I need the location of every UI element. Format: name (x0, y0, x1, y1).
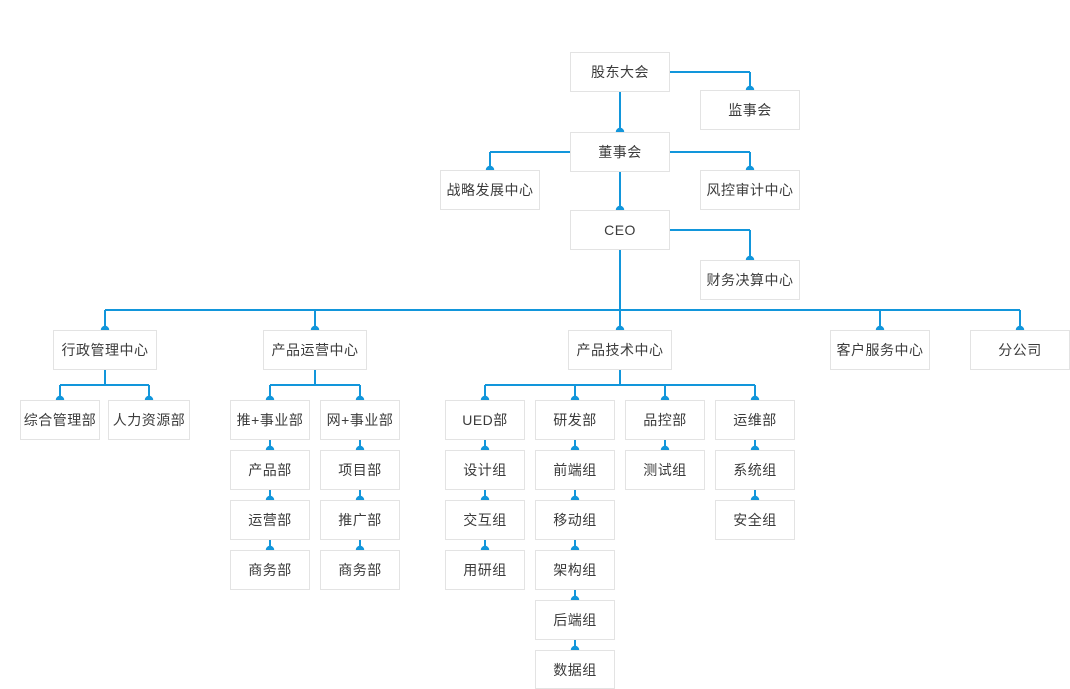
org-node-n12[interactable]: 分公司 (970, 330, 1070, 370)
org-node-label: 监事会 (728, 102, 772, 118)
org-node-n3[interactable]: 董事会 (570, 132, 670, 172)
org-node-n19[interactable]: 网+事业部 (320, 400, 400, 440)
org-node-label: 分公司 (998, 342, 1042, 358)
org-node-n32[interactable]: 数据组 (535, 650, 615, 689)
org-node-label: 安全组 (733, 512, 777, 528)
org-node-label: 董事会 (598, 144, 642, 160)
org-node-label: 推+事业部 (236, 412, 304, 428)
org-node-label: 交互组 (463, 512, 507, 528)
org-node-label: 用研组 (463, 562, 507, 578)
org-node-label: 推广部 (338, 512, 382, 528)
org-node-n20[interactable]: 项目部 (320, 450, 400, 490)
org-node-n26[interactable]: 用研组 (445, 550, 525, 590)
org-node-n29[interactable]: 移动组 (535, 500, 615, 540)
org-node-label: 品控部 (643, 412, 687, 428)
org-node-n21[interactable]: 推广部 (320, 500, 400, 540)
org-node-label: 行政管理中心 (61, 342, 149, 358)
org-node-label: 产品技术中心 (576, 342, 664, 358)
org-node-label: 产品部 (248, 462, 292, 478)
org-node-label: 股东大会 (591, 64, 649, 80)
org-node-label: 财务决算中心 (706, 272, 794, 288)
org-node-n35[interactable]: 运维部 (715, 400, 795, 440)
org-node-label: 移动组 (553, 512, 597, 528)
org-node-n25[interactable]: 交互组 (445, 500, 525, 540)
org-node-n6[interactable]: CEO (570, 210, 670, 250)
org-node-label: 客户服务中心 (836, 342, 924, 358)
org-node-label: 测试组 (643, 462, 687, 478)
org-node-n28[interactable]: 前端组 (535, 450, 615, 490)
org-node-n5[interactable]: 风控审计中心 (700, 170, 800, 210)
org-node-label: 商务部 (248, 562, 292, 578)
org-node-label: 系统组 (733, 462, 777, 478)
org-node-n23[interactable]: UED部 (445, 400, 525, 440)
org-node-n34[interactable]: 测试组 (625, 450, 705, 490)
org-node-n27[interactable]: 研发部 (535, 400, 615, 440)
org-node-label: 商务部 (338, 562, 382, 578)
org-node-label: 运营部 (248, 512, 292, 528)
org-node-label: 运维部 (733, 412, 777, 428)
org-node-n16[interactable]: 产品部 (230, 450, 310, 490)
org-node-n10[interactable]: 产品技术中心 (568, 330, 672, 370)
org-node-label: 设计组 (463, 462, 507, 478)
org-node-n33[interactable]: 品控部 (625, 400, 705, 440)
org-node-n9[interactable]: 产品运营中心 (263, 330, 367, 370)
org-node-n15[interactable]: 推+事业部 (230, 400, 310, 440)
org-node-n4[interactable]: 战略发展中心 (440, 170, 540, 210)
org-node-label: 研发部 (553, 412, 597, 428)
org-node-label: 战略发展中心 (446, 182, 534, 198)
org-node-n30[interactable]: 架构组 (535, 550, 615, 590)
org-node-label: 产品运营中心 (271, 342, 359, 358)
org-node-n14[interactable]: 人力资源部 (108, 400, 190, 440)
org-node-n36[interactable]: 系统组 (715, 450, 795, 490)
org-node-n8[interactable]: 行政管理中心 (53, 330, 157, 370)
org-node-n31[interactable]: 后端组 (535, 600, 615, 640)
org-node-n22[interactable]: 商务部 (320, 550, 400, 590)
org-node-n13[interactable]: 综合管理部 (20, 400, 100, 440)
org-node-label: 前端组 (553, 462, 597, 478)
org-node-n11[interactable]: 客户服务中心 (830, 330, 930, 370)
org-node-n17[interactable]: 运营部 (230, 500, 310, 540)
org-node-label: UED部 (462, 412, 508, 428)
org-node-n1[interactable]: 股东大会 (570, 52, 670, 92)
org-node-label: 后端组 (553, 612, 597, 628)
org-node-label: CEO (604, 222, 636, 238)
org-node-n37[interactable]: 安全组 (715, 500, 795, 540)
org-node-label: 综合管理部 (23, 412, 97, 428)
org-node-n7[interactable]: 财务决算中心 (700, 260, 800, 300)
org-node-label: 数据组 (553, 661, 597, 678)
org-node-label: 项目部 (338, 462, 382, 478)
org-node-n18[interactable]: 商务部 (230, 550, 310, 590)
org-node-label: 人力资源部 (112, 412, 186, 428)
org-node-label: 网+事业部 (326, 412, 394, 428)
org-node-n2[interactable]: 监事会 (700, 90, 800, 130)
org-node-label: 风控审计中心 (706, 182, 794, 198)
org-node-label: 架构组 (553, 562, 597, 578)
org-node-n24[interactable]: 设计组 (445, 450, 525, 490)
